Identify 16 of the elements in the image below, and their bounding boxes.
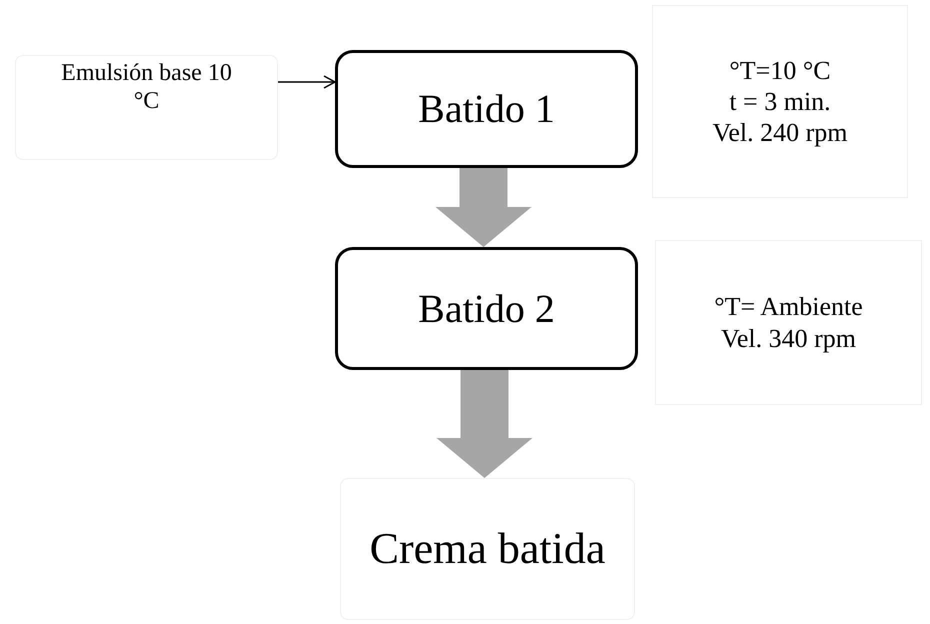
text-box: [15, 55, 278, 160]
node-label: Emulsión base 10 °C: [60, 60, 233, 116]
node-label: t = 3 min.: [729, 86, 831, 118]
node-label: Vel. 240 rpm: [712, 117, 848, 148]
node-label: Crema batida: [370, 524, 606, 574]
block-arrow: [436, 168, 532, 247]
process-box: [335, 50, 638, 168]
node-label: Batido 2: [418, 286, 555, 330]
node-label: °T=10 °C: [729, 54, 831, 86]
block-arrow: [436, 370, 532, 478]
text-box: [340, 478, 635, 620]
node-label: °T= Ambiente: [714, 291, 863, 322]
node-label: Vel. 340 rpm: [720, 322, 856, 354]
process-box: [335, 247, 638, 370]
arrow: [278, 75, 336, 89]
node-label: Batido 1: [418, 87, 555, 131]
